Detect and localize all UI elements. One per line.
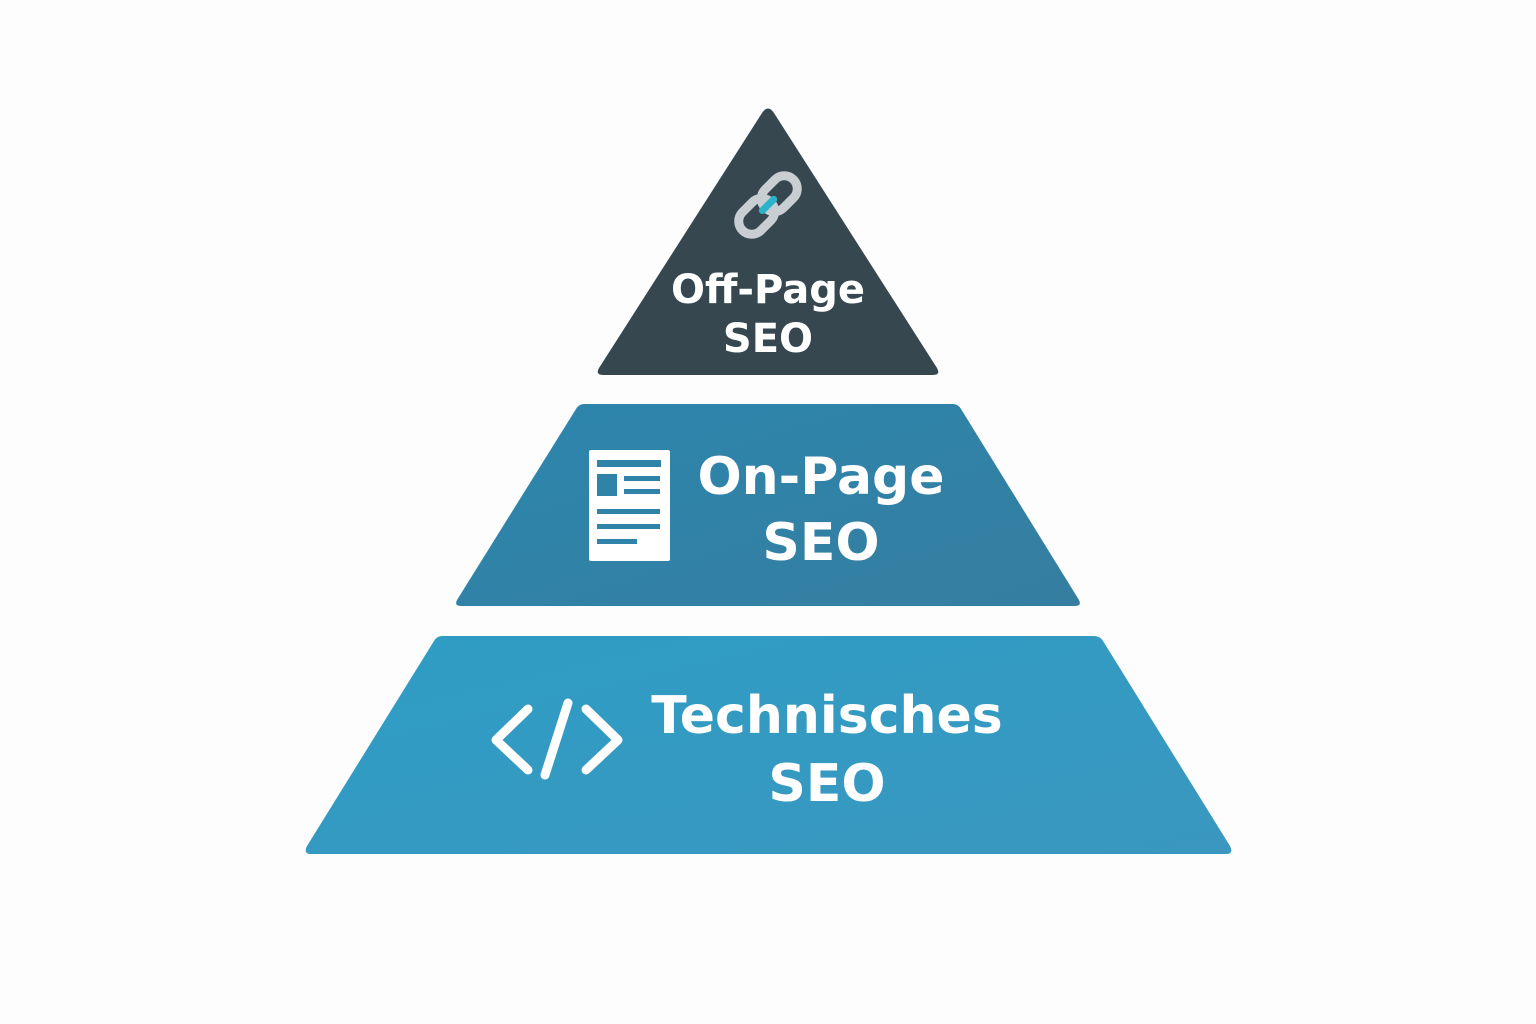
technical-label-line2: SEO xyxy=(768,754,885,814)
tier-off-page-shape xyxy=(597,108,939,375)
document-icon xyxy=(589,450,670,561)
technical-label-line1: Technisches xyxy=(651,686,1003,746)
tier-on-page: On-Page SEO xyxy=(456,404,1080,606)
tier-technical-shape xyxy=(305,636,1232,854)
off-page-label-line2: SEO xyxy=(723,316,813,362)
chain-link-icon xyxy=(734,171,802,239)
tier-off-page: Off-Page SEO xyxy=(597,108,939,375)
off-page-label-line1: Off-Page xyxy=(671,267,865,313)
on-page-label-line1: On-Page xyxy=(697,447,944,507)
code-brackets-icon xyxy=(491,698,623,780)
on-page-label-line2: SEO xyxy=(762,513,879,573)
tier-technical: Technisches SEO xyxy=(305,636,1232,854)
